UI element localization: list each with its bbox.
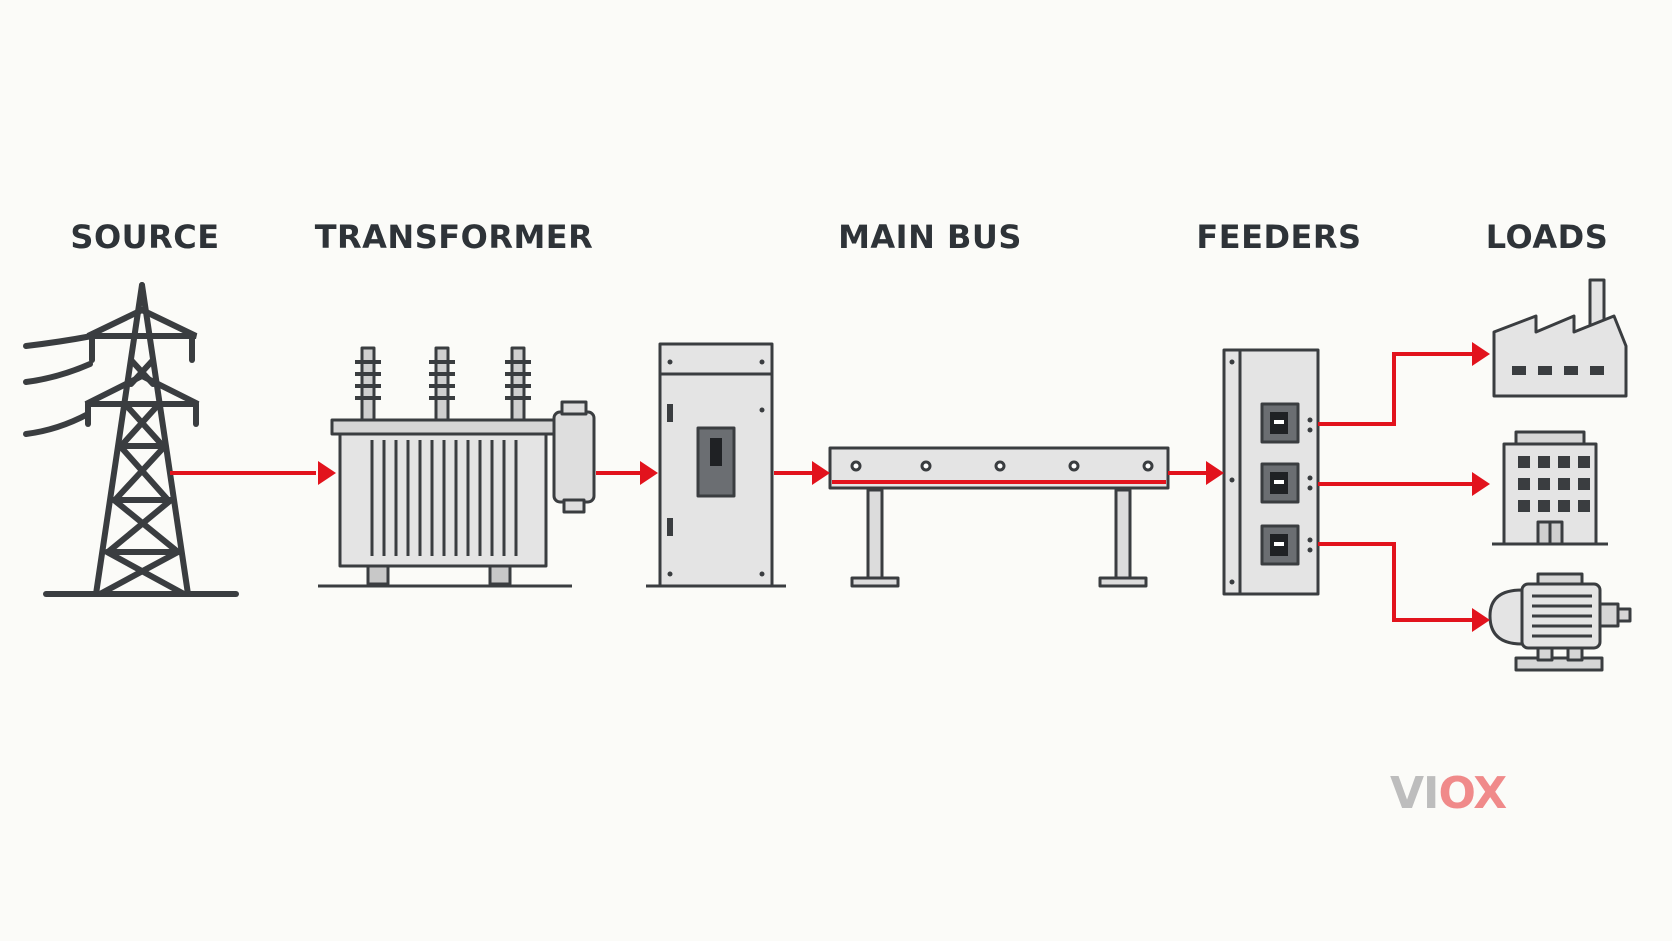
motor-icon xyxy=(1488,572,1632,672)
flow-arrows xyxy=(170,342,1490,632)
arrow-feeder-to-factory xyxy=(1318,342,1490,426)
arrow-bus-to-feeders xyxy=(1168,461,1224,485)
label-loads: LOADS xyxy=(1486,218,1608,256)
logo-text-right: OX xyxy=(1438,768,1507,819)
transformer-icon xyxy=(318,346,596,588)
arrow-feeder-to-motor xyxy=(1318,542,1490,632)
arrow-transformer-to-breaker xyxy=(596,461,658,485)
transmission-tower-icon xyxy=(23,282,239,597)
arrow-source-to-transformer xyxy=(170,461,336,485)
logo-text-left: VI xyxy=(1390,768,1438,819)
arrow-breaker-to-bus xyxy=(774,461,830,485)
feeder-breaker-1 xyxy=(1260,402,1313,444)
busbar-icon xyxy=(828,446,1170,588)
label-main-bus: MAIN BUS xyxy=(838,218,1022,256)
label-feeders: FEEDERS xyxy=(1196,218,1361,256)
office-building-icon xyxy=(1492,430,1608,546)
viox-logo: VIOX xyxy=(1390,768,1508,819)
main-breaker-panel-icon xyxy=(646,342,786,588)
label-transformer: TRANSFORMER xyxy=(315,218,594,256)
feeder-breaker-2 xyxy=(1260,462,1313,504)
feeder-breaker-3 xyxy=(1260,524,1313,566)
label-source: SOURCE xyxy=(70,218,219,256)
arrow-feeder-to-building xyxy=(1318,472,1490,496)
factory-icon xyxy=(1492,278,1628,398)
svg-text:VIOX: VIOX xyxy=(1390,768,1507,819)
feeder-panel-icon xyxy=(1222,348,1320,596)
